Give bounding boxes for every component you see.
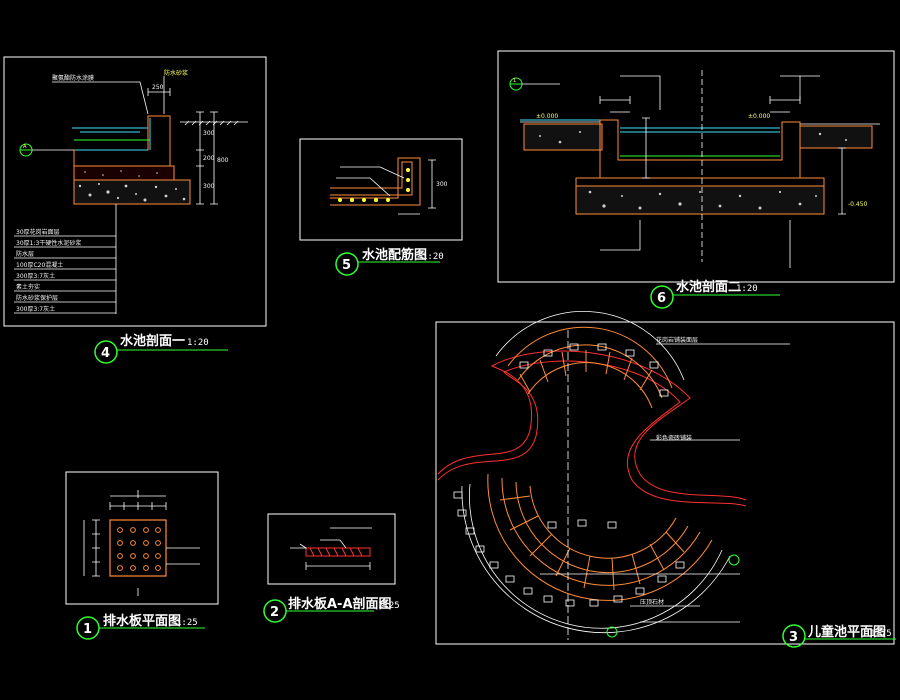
title-1-scale: 1:25 xyxy=(176,618,198,628)
title-4-text: 水池剖面一 xyxy=(120,333,185,349)
svg-text:300: 300 xyxy=(203,130,215,137)
title-4-number: 4 xyxy=(101,346,110,361)
note-7: 防水砂浆保护层 xyxy=(16,294,58,302)
panel-drain-section xyxy=(267,513,396,585)
title-5-text: 水池配筋图 xyxy=(362,247,427,263)
title-2-text: 排水板A-A剖面图 xyxy=(288,596,392,612)
reinforcement-height: 300 xyxy=(436,181,448,188)
title-5-scale: 1:20 xyxy=(422,252,444,262)
title-block-3: 3 儿童池平面图 1:75 xyxy=(782,624,896,648)
callout-circle-plan xyxy=(728,554,740,566)
note-5: 素土夯实 xyxy=(16,283,40,291)
svg-text:250: 250 xyxy=(152,84,164,91)
panel-6-frame xyxy=(497,50,895,283)
panel-drain-plan xyxy=(65,471,219,605)
title-1-text: 排水板平面图 xyxy=(103,613,181,629)
callout-tag-a: A xyxy=(23,144,27,150)
callout-circle-plan-b xyxy=(606,626,618,638)
note-2: 防水层 xyxy=(16,250,34,258)
panel-section-two: ±0.000 ±0.000 -0.450 1 xyxy=(497,50,895,283)
title-5-number: 5 xyxy=(342,258,351,273)
title-4-scale: 1:20 xyxy=(187,338,209,348)
title-6-number: 6 xyxy=(657,291,666,306)
title-6-text: 水池剖面二 xyxy=(676,279,741,295)
panel-3-frame xyxy=(435,321,895,645)
svg-text:防水砂浆: 防水砂浆 xyxy=(164,69,188,77)
title-1-number: 1 xyxy=(83,622,92,637)
note-8: 300厚3:7灰土 xyxy=(16,305,55,313)
section-one-notes: 30厚花岗岩面层 30厚1:3干硬性水泥砂浆 防水层 100厚C20混凝土 30… xyxy=(16,228,81,313)
level-left: ±0.000 xyxy=(536,113,558,120)
panel-2-frame xyxy=(267,513,396,585)
panel-childrens-pool-plan: 彩色瓷砖铺装 压顶石材 花岗岩铺装面层 xyxy=(435,310,895,645)
panel-reinforcement: 300 xyxy=(299,138,463,241)
panel-4-frame xyxy=(3,56,267,327)
title-block-1: 1 排水板平面图 1:25 xyxy=(76,613,205,640)
title-2-scale: 1:25 xyxy=(378,601,400,611)
title-block-4: 4 水池剖面一 1:20 xyxy=(94,333,228,364)
plan-note-tile: 彩色瓷砖铺装 xyxy=(656,434,692,442)
panel-5-frame xyxy=(299,138,463,241)
svg-text:300: 300 xyxy=(203,183,215,190)
title-block-6: 6 水池剖面二 1:20 xyxy=(650,279,780,309)
title-block-2: 2 排水板A-A剖面图 1:25 xyxy=(263,596,400,623)
note-1: 30厚1:3干硬性水泥砂浆 xyxy=(16,239,81,247)
title-2-number: 2 xyxy=(270,605,279,620)
plan-note-paving: 花岗岩铺装面层 xyxy=(656,336,698,344)
title-3-scale: 1:75 xyxy=(870,629,892,639)
callout-tag-b: 1 xyxy=(513,78,516,84)
plan-note-coping: 压顶石材 xyxy=(640,598,664,606)
level-bottom: -0.450 xyxy=(848,201,868,208)
title-6-scale: 1:20 xyxy=(736,284,758,294)
level-right: ±0.000 xyxy=(748,113,770,120)
panel-1-frame xyxy=(65,471,219,605)
svg-text:200: 200 xyxy=(203,155,215,162)
note-waterproof-coating: 聚氨酯防水涂膜 xyxy=(52,74,94,82)
title-3-number: 3 xyxy=(789,630,798,645)
panel-section-one: 300 200 300 800 250 防水砂浆 聚氨酯防水涂膜 A 30厚花岗… xyxy=(3,56,267,327)
note-3: 100厚C20混凝土 xyxy=(16,261,63,269)
note-4: 300厚3:7灰土 xyxy=(16,272,55,280)
note-0: 30厚花岗岩面层 xyxy=(16,228,60,236)
title-block-5: 5 水池配筋图 1:20 xyxy=(335,247,444,276)
svg-text:800: 800 xyxy=(217,157,229,164)
title-3-text: 儿童池平面图 xyxy=(807,624,886,640)
